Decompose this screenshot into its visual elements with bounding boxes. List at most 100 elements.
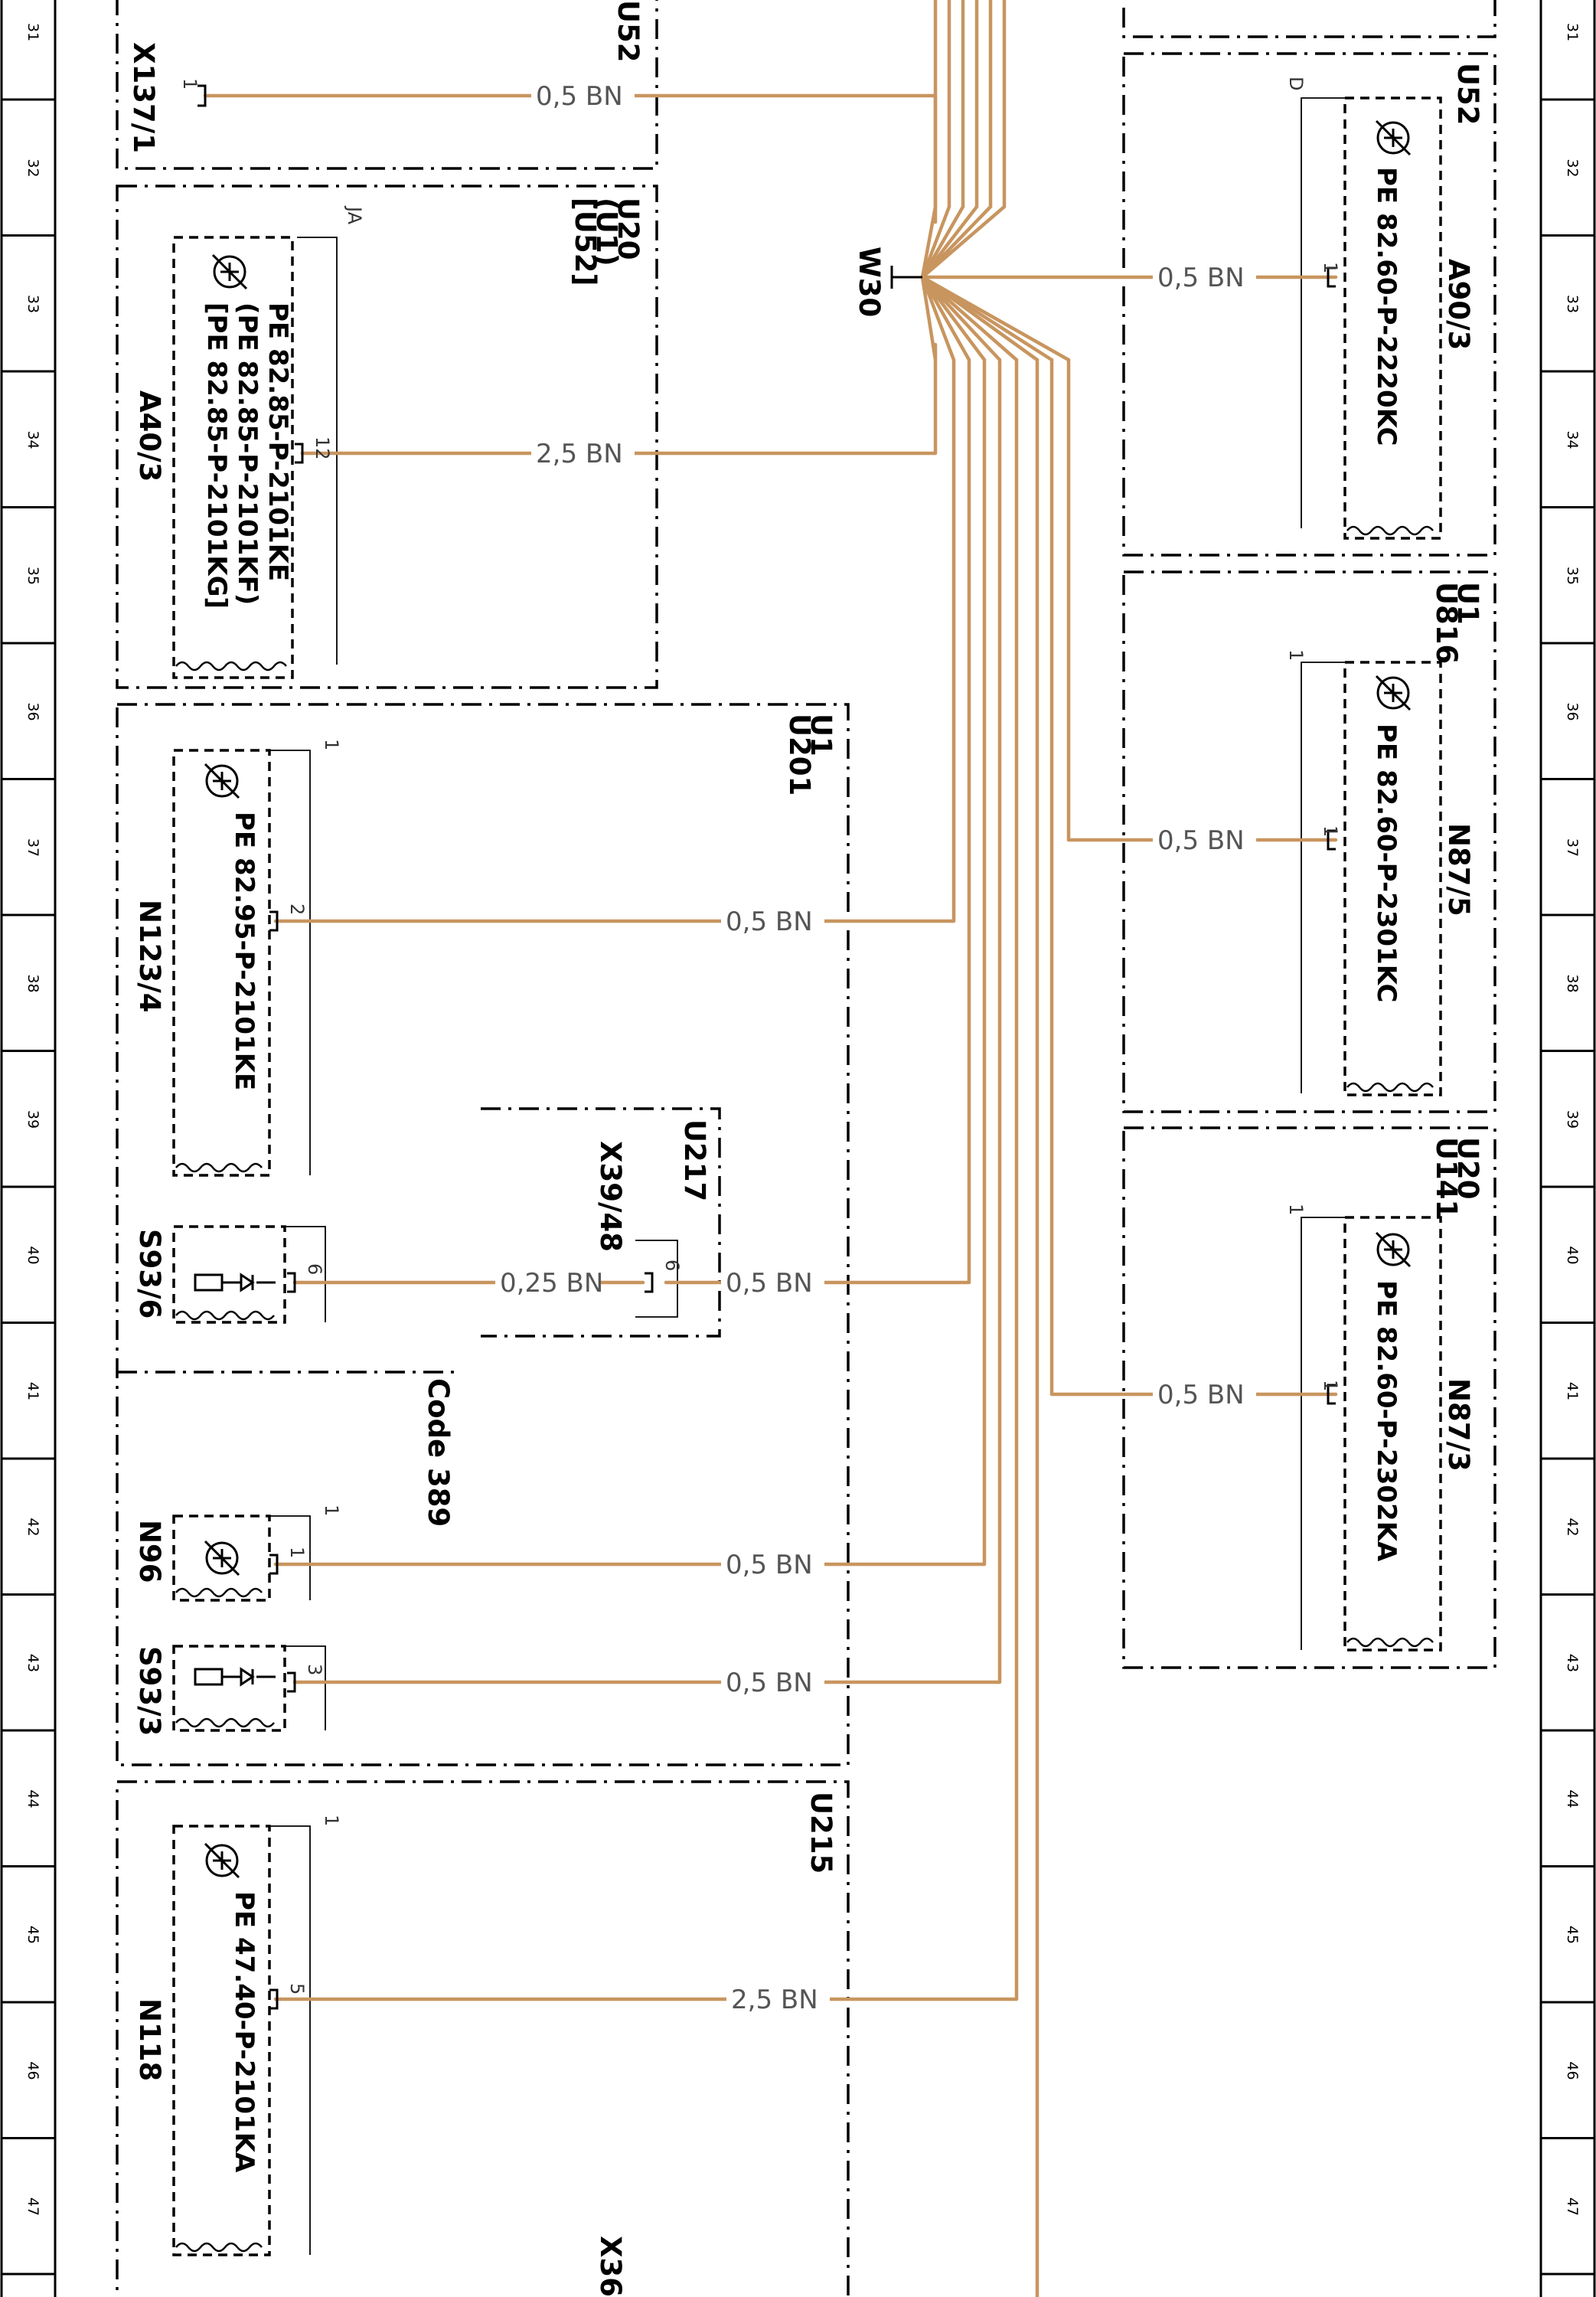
component-label-s93-3: S93/3 bbox=[133, 1646, 166, 1736]
wire-s93-3[interactable] bbox=[292, 358, 1002, 1684]
group-label-u1-paren: (U1) bbox=[590, 198, 623, 266]
group-label-u1-right: U1 bbox=[1451, 582, 1484, 625]
pin-number-s93-3: 3 bbox=[304, 1664, 325, 1675]
transistor-icon bbox=[1375, 119, 1412, 156]
ruler-number: 40 bbox=[24, 1246, 41, 1264]
component-box-n123-4 bbox=[172, 749, 271, 1177]
wires bbox=[203, 0, 1338, 2297]
pe-ref-a40-3-alt: (PE 82.85-P-2101KF) bbox=[232, 302, 263, 605]
wire-label-x39-48: 0,5 BN bbox=[726, 1268, 813, 1299]
ruler-number: 38 bbox=[1564, 974, 1581, 992]
ref-bracket-n96 bbox=[269, 1515, 311, 1600]
wire-label-background bbox=[531, 439, 635, 469]
group-box-u20-u141 bbox=[1122, 1126, 1496, 1669]
pin-number-n96: 1 bbox=[286, 1547, 308, 1558]
pin-n96 bbox=[269, 1554, 279, 1575]
component-label-x36: X36 bbox=[594, 2236, 627, 2297]
ruler-number: 31 bbox=[24, 23, 41, 41]
ruler-number: 35 bbox=[1564, 567, 1581, 585]
component-label-a40-3: A40/3 bbox=[133, 390, 166, 482]
ruler-number: 41 bbox=[24, 1382, 41, 1400]
pin-top-n87-5: 1 bbox=[1285, 649, 1307, 661]
group-label-u20-right: U20 bbox=[1451, 1137, 1484, 1200]
pin-top-n123-4: 1 bbox=[321, 739, 342, 750]
wire-n87-5[interactable] bbox=[1066, 358, 1338, 842]
transistor-icon bbox=[204, 1540, 240, 1577]
wire-n96[interactable] bbox=[273, 358, 987, 1567]
ruler-number: 38 bbox=[24, 974, 41, 992]
ref-bracket-n118 bbox=[269, 1825, 311, 2255]
ruler-number: 32 bbox=[1564, 158, 1581, 177]
transistor-icon bbox=[204, 1842, 240, 1879]
group-label-u816: U816 bbox=[1430, 582, 1463, 664]
splice-fan-line bbox=[920, 275, 1002, 362]
ruler-number: 44 bbox=[1564, 1789, 1581, 1808]
wire-label-background bbox=[721, 907, 824, 936]
pin-n123-4 bbox=[269, 910, 279, 932]
ruler-number: 44 bbox=[24, 1789, 41, 1808]
ruler-number: 36 bbox=[24, 702, 41, 720]
wire-label-x137-1: 0,5 BN bbox=[536, 81, 623, 112]
wire-bundle bbox=[933, 0, 1007, 209]
group-box-top-right bbox=[1122, 0, 1496, 38]
ruler-number: 47 bbox=[1564, 2197, 1581, 2216]
ruler-number: 46 bbox=[1564, 2061, 1581, 2080]
pe-ref-a40-3-alt2: [PE 82.85-P-2101KG] bbox=[201, 302, 232, 609]
component-box-s93-6 bbox=[172, 1225, 286, 1324]
component-box-n87-3 bbox=[1343, 1216, 1442, 1652]
ruler-number: 33 bbox=[1564, 295, 1581, 313]
ref-bracket-a90-3 bbox=[1301, 97, 1345, 528]
wire-n118[interactable] bbox=[273, 358, 1019, 2001]
pin-n118 bbox=[269, 1988, 279, 2010]
splice-fan-line bbox=[920, 275, 938, 362]
pe-ref-n118: PE 47.40-P-2101KA bbox=[229, 1891, 259, 2173]
wire-label-background bbox=[721, 1550, 824, 1580]
ruler-number: 33 bbox=[24, 295, 41, 313]
wire-label-n87-5: 0,5 BN bbox=[1157, 825, 1245, 856]
component-label-x137-1: X137/1 bbox=[127, 42, 160, 153]
ref-bracket-s93-6 bbox=[285, 1226, 326, 1322]
pin-number-n87-5: 1 bbox=[1320, 825, 1341, 837]
ruler-number: 41 bbox=[1564, 1382, 1581, 1400]
ruler-number: 31 bbox=[1564, 23, 1581, 41]
wire-label-background bbox=[721, 1668, 824, 1697]
group-boxes bbox=[116, 0, 1496, 2297]
ref-bracket-s93-3 bbox=[285, 1645, 326, 1730]
component-label-n87-3: N87/3 bbox=[1442, 1378, 1475, 1472]
wire-a40-3[interactable] bbox=[300, 342, 938, 456]
wire-label-background bbox=[1153, 263, 1256, 292]
group-box-u20 bbox=[116, 185, 658, 689]
group-box-u1-u201 bbox=[116, 703, 850, 1766]
ruler-number: 37 bbox=[24, 838, 41, 857]
ref-letter-d: D bbox=[1285, 77, 1307, 90]
ruler-number: 42 bbox=[24, 1518, 41, 1536]
component-outlines bbox=[172, 96, 1442, 2256]
ruler-number: 40 bbox=[1564, 1246, 1581, 1264]
ruler-number: 43 bbox=[1564, 1654, 1581, 1672]
component-icons bbox=[194, 119, 1412, 1879]
wire-n87-3[interactable] bbox=[1049, 358, 1338, 1397]
group-label-u52-right: U52 bbox=[1451, 63, 1484, 126]
component-label-n123-4: N123/4 bbox=[133, 900, 166, 1012]
pin-number-x137-1: 1 bbox=[179, 78, 201, 90]
component-label-n118: N118 bbox=[133, 1998, 166, 2081]
transistor-icon bbox=[1375, 675, 1412, 711]
component-label-x39-48: X39/48 bbox=[594, 1141, 627, 1252]
group-label-u20: U20 bbox=[612, 198, 645, 260]
ruler-number: 35 bbox=[24, 567, 41, 585]
transistor-icon bbox=[1375, 1231, 1412, 1268]
splice-fan-line bbox=[920, 275, 987, 362]
wire-label-background bbox=[1153, 826, 1256, 855]
pe-ref-a40-3: PE 82.85-P-2101KE bbox=[263, 302, 293, 581]
wire-label-n96: 0,5 BN bbox=[726, 1550, 813, 1580]
cut-markers bbox=[175, 525, 1434, 2253]
group-label-code-389: Code 389 bbox=[422, 1378, 455, 1527]
component-label-n87-5: N87/5 bbox=[1442, 823, 1475, 917]
pin-number-n118: 5 bbox=[286, 1983, 308, 1995]
group-box-u215 bbox=[116, 1780, 850, 2297]
wire-n123-4[interactable] bbox=[273, 358, 956, 923]
pe-ref-n87-3: PE 82.60-P-2302KA bbox=[1371, 1280, 1402, 1562]
